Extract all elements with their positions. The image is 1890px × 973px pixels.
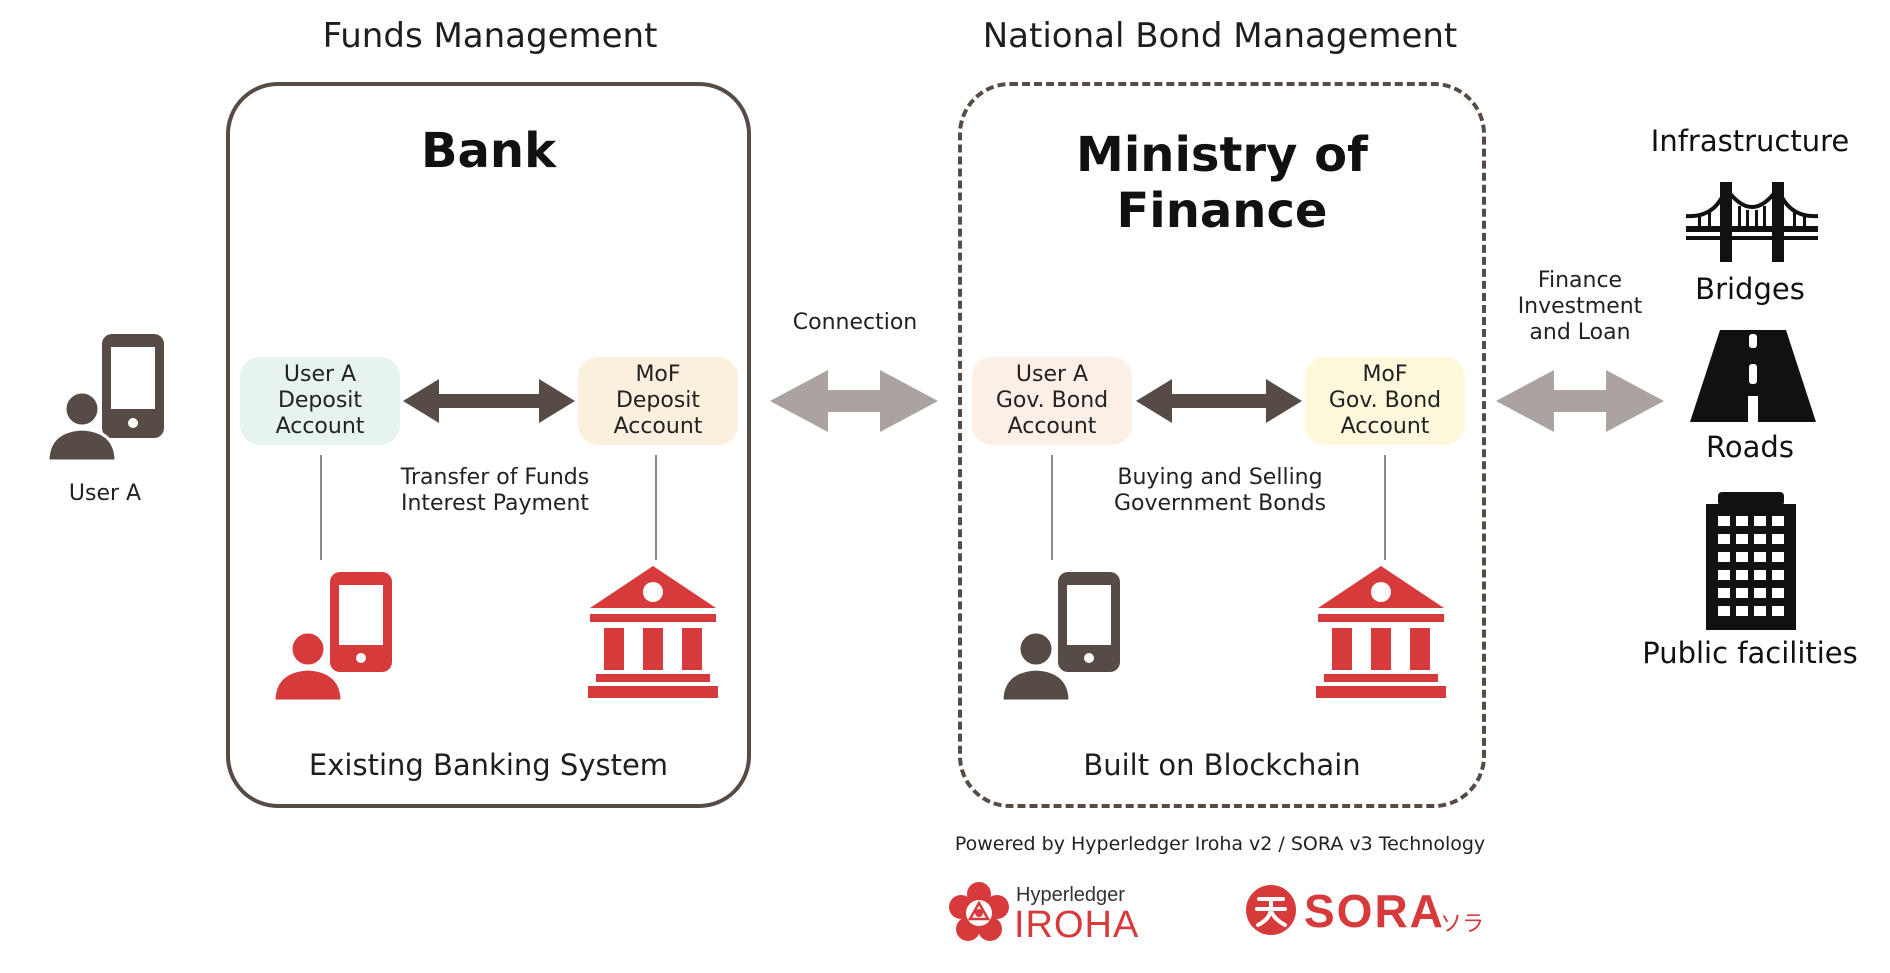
bank-title: Bank: [420, 123, 557, 179]
connector-line: [655, 455, 657, 560]
connection-arrow: [770, 370, 938, 432]
funds-management-title: Funds Management: [322, 16, 658, 56]
iroha-flower-icon: [949, 882, 1009, 941]
public-facilities-label: Public facilities: [1642, 636, 1858, 670]
sora-logo-text: SORA: [1304, 885, 1445, 937]
sora-kana-text: ソラ: [1440, 912, 1485, 937]
user-with-phone-icon: [1000, 572, 1120, 703]
powered-by-text: Powered by Hyperledger Iroha v2 / SORA v…: [954, 833, 1486, 855]
iroha-logo-text: IROHA: [1014, 904, 1140, 946]
building-icon: [1706, 492, 1796, 630]
connector-line: [320, 455, 322, 560]
ministry-frame: [958, 82, 1486, 808]
bank-transfer-arrow: [403, 379, 575, 423]
connection-label: Connection: [792, 310, 918, 335]
bank-building-icon: [588, 566, 718, 698]
national-bond-management-title: National Bond Management: [982, 16, 1458, 56]
sora-logo-icon: [1246, 885, 1296, 935]
bond-trade-arrow: [1136, 379, 1302, 423]
roads-label: Roads: [1706, 430, 1794, 464]
road-icon: [1690, 330, 1816, 422]
bridge-icon: [1685, 182, 1819, 262]
user-with-phone-icon: [272, 572, 392, 703]
bridges-label: Bridges: [1695, 272, 1805, 306]
connector-line: [1051, 455, 1053, 560]
bank-frame: [226, 82, 751, 808]
bank-building-icon: [1316, 566, 1446, 698]
existing-banking-system-label: Existing Banking System: [308, 748, 669, 782]
infrastructure-title: Infrastructure: [1650, 124, 1850, 158]
hyperledger-logo-text: Hyperledger: [1016, 884, 1125, 906]
connector-line: [1384, 455, 1386, 560]
built-on-blockchain-label: Built on Blockchain: [1083, 748, 1361, 782]
user-a-label: User A: [68, 481, 142, 506]
user-with-phone-icon: [46, 334, 164, 463]
finance-arrow: [1496, 370, 1664, 432]
